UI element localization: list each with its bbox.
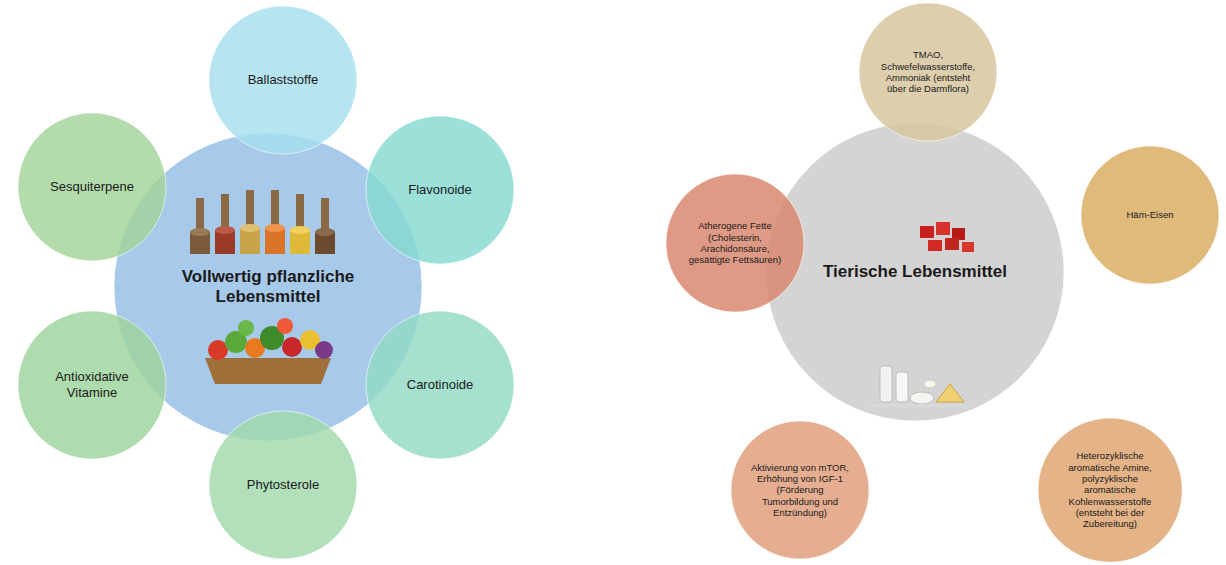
circle-label: Ballaststoffe (223, 72, 343, 88)
circle-label: Aktivierung von mTOR, Erhöhung von IGF-1… (748, 462, 852, 519)
category-circle: Ballaststoffe (208, 5, 358, 155)
circle-fill (859, 3, 997, 141)
circle-fill (18, 113, 166, 261)
category-circle: Carotinoide (365, 310, 515, 460)
category-circle: Heterozyklische aromatische Amine, polyz… (1037, 417, 1183, 563)
circle-label: Häm-Eisen (1098, 209, 1202, 220)
circle-fill (1081, 146, 1219, 284)
circle-fill (366, 116, 514, 264)
center-label: Tierische Lebensmittel (810, 262, 1020, 282)
category-circle: Flavonoide (365, 115, 515, 265)
circle-fill (18, 311, 166, 459)
circle-fill (666, 174, 804, 312)
circle-label: TMAO, Schwefelwasserstoffe, Ammoniak (en… (876, 49, 980, 95)
vegetable-basket (205, 318, 333, 384)
circle-label: Phytosterole (223, 477, 343, 493)
circle-label: Heterozyklische aromatische Amine, polyz… (1056, 450, 1164, 530)
circle-fill (1038, 418, 1182, 562)
center-label: Vollwertig pflanzliche Lebensmittel (163, 267, 373, 308)
meat-cubes (920, 222, 974, 252)
circle-label: Sesquiterpene (32, 179, 152, 195)
category-circle: Atherogene Fette (Cholesterin, Arachidon… (665, 173, 805, 313)
circle-label: Carotinoide (380, 377, 500, 393)
circle-fill (366, 311, 514, 459)
dairy-products (870, 366, 970, 407)
category-circle: TMAO, Schwefelwasserstoffe, Ammoniak (en… (858, 2, 998, 142)
category-circle: Aktivierung von mTOR, Erhöhung von IGF-1… (730, 420, 870, 560)
category-circle: Antioxidative Vitamine (17, 310, 167, 460)
circle-fill (766, 123, 1064, 421)
category-circle: Häm-Eisen (1080, 145, 1220, 285)
circle-fill (731, 421, 869, 559)
grain-scoops (190, 190, 335, 254)
circle-fill (209, 6, 357, 154)
category-circle: Sesquiterpene (17, 112, 167, 262)
category-circle: Phytosterole (208, 410, 358, 560)
circle-label: Antioxidative Vitamine (32, 369, 152, 400)
circle-fill (209, 411, 357, 559)
circle-label: Atherogene Fette (Cholesterin, Arachidon… (683, 220, 787, 266)
center-circle: Tierische Lebensmittel (765, 122, 1065, 422)
circle-label: Flavonoide (380, 182, 500, 198)
